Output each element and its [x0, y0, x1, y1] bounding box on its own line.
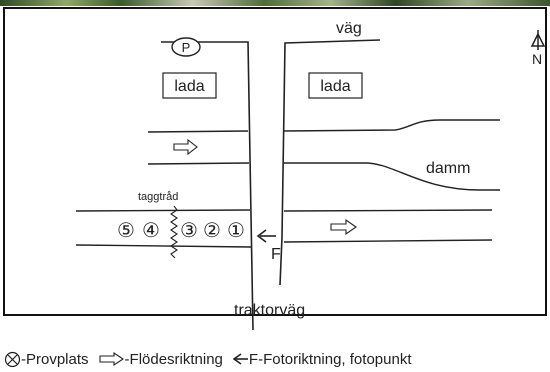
north-label: N	[532, 51, 542, 67]
legend-photo-direction: F-Fotoriktning, fotopunkt	[232, 350, 412, 368]
tractor-road-label: traktorväg	[234, 302, 305, 319]
sample-site-icon	[4, 351, 21, 367]
north-arrow-icon	[530, 30, 546, 50]
barn-left-label: lada	[174, 78, 204, 95]
road-east-edge	[279, 39, 381, 286]
lower-ditch-north-left	[75, 209, 251, 212]
photo-strip	[0, 0, 550, 6]
photo-point-label: F	[271, 246, 281, 263]
barbed-wire-label: taggtråd	[138, 191, 178, 203]
legend-flow-direction: -Flödesriktning	[98, 350, 223, 368]
road-label: väg	[336, 20, 362, 37]
parking-icon	[171, 37, 201, 57]
photo-direction-arrow-icon	[256, 229, 276, 243]
legend: -Provplats -Flödesriktning F-Fotoriktnin…	[4, 346, 550, 372]
map-frame	[3, 7, 547, 316]
sample-site-2: ②	[203, 220, 221, 242]
legend-sample-site: -Provplats	[4, 351, 89, 368]
legend-sample-site-label: -Provplats	[21, 350, 89, 368]
upper-ditch-north-left	[147, 130, 249, 133]
photo-direction-icon	[232, 353, 248, 365]
legend-photo-direction-label: F-Fotoriktning, fotopunkt	[248, 350, 412, 368]
barbed-wire-icon	[170, 205, 178, 259]
site-map: väg N P lada lada damm taggtråd ⑤ ④ ③ ② …	[75, 20, 546, 331]
flow-arrow-upper-icon	[173, 138, 198, 156]
pond-south-edge	[284, 162, 500, 191]
legend-flow-direction-label: -Flödesriktning	[124, 350, 223, 368]
sample-site-3: ③	[180, 220, 198, 242]
barn-right-box	[308, 72, 363, 99]
sample-site-1: ①	[227, 220, 245, 242]
barn-right-label: lada	[320, 78, 350, 95]
barn-left-box	[162, 72, 217, 99]
sample-site-4: ④	[142, 220, 160, 242]
sample-sites: ⑤ ④ ③ ② ①	[117, 220, 245, 242]
flow-direction-icon	[98, 352, 124, 366]
flow-arrow-lower-icon	[330, 218, 357, 236]
pond-label: damm	[426, 160, 470, 177]
sample-site-5: ⑤	[117, 220, 135, 242]
pond-north-edge	[283, 119, 500, 132]
lower-ditch-south-right	[283, 239, 493, 243]
upper-ditch-south-left	[147, 162, 250, 165]
parking-label: P	[182, 40, 191, 55]
lower-ditch-north-right	[283, 209, 493, 212]
lower-ditch-south-left	[75, 244, 252, 248]
